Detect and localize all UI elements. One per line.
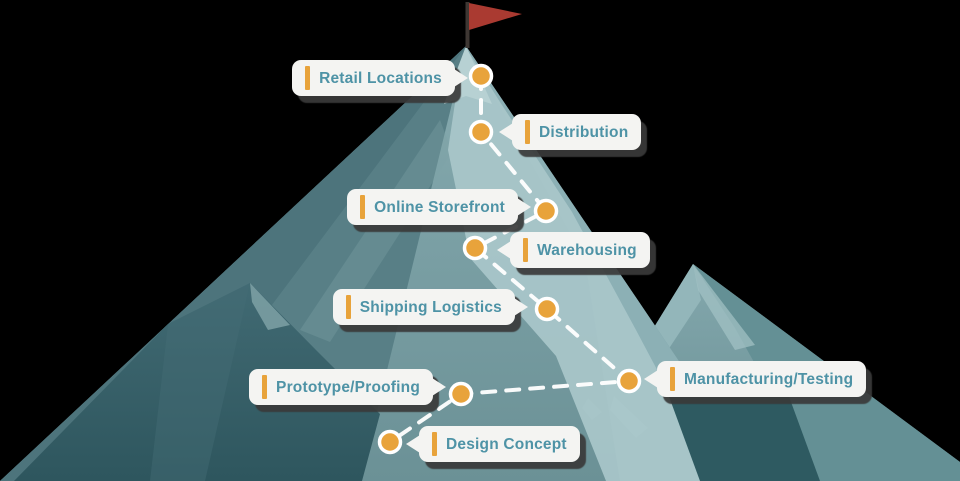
waypoints <box>377 63 642 455</box>
accent-bar <box>305 66 311 90</box>
milestone-label-shipping-logistics: Shipping Logistics <box>332 289 528 325</box>
milestone-text: Warehousing <box>537 241 637 259</box>
pointer-left-icon <box>644 370 658 388</box>
pointer-right-icon <box>454 69 468 87</box>
waypoint-dot-retail-locations <box>468 63 494 89</box>
milestone-label-online-storefront: Online Storefront <box>347 189 531 225</box>
accent-bar <box>360 195 366 219</box>
foreground-ridge-dark <box>660 372 820 481</box>
milestone-label-manufacturing-testing: Manufacturing/Testing <box>644 361 867 397</box>
waypoint-dot-online-storefront <box>533 198 559 224</box>
milestone-text: Online Storefront <box>374 198 505 216</box>
pointer-left-icon <box>406 435 420 453</box>
waypoint-dot-design-concept <box>377 429 403 455</box>
journey-path <box>388 74 631 444</box>
accent-bar <box>345 295 351 319</box>
pointer-right-icon <box>432 378 446 396</box>
flagpole <box>465 2 470 48</box>
mountain-left <box>14 283 380 481</box>
snow-patches <box>582 396 648 438</box>
accent-bar <box>432 432 437 456</box>
accent-bar <box>670 367 675 391</box>
pointer-right-icon <box>514 298 528 316</box>
accent-bar <box>262 375 268 399</box>
flag-icon <box>465 2 522 48</box>
pointer-left-icon <box>499 123 513 141</box>
milestone-label-prototype-proofing: Prototype/Proofing <box>249 369 446 405</box>
milestone-label-distribution: Distribution <box>499 114 642 150</box>
milestone-label-design-concept: Design Concept <box>406 426 580 462</box>
milestone-text: Prototype/Proofing <box>276 378 420 396</box>
milestone-text: Distribution <box>539 123 629 141</box>
pointer-left-icon <box>497 241 511 259</box>
pointer-right-icon <box>517 198 531 216</box>
milestone-text: Retail Locations <box>319 69 442 87</box>
milestone-label-retail-locations: Retail Locations <box>292 60 468 96</box>
waypoint-dot-manufacturing-testing <box>616 368 642 394</box>
waypoint-dot-shipping-logistics <box>534 296 560 322</box>
accent-bar <box>523 238 528 262</box>
flag-pennant <box>469 3 522 30</box>
milestone-text: Design Concept <box>446 435 567 453</box>
waypoint-dot-prototype-proofing <box>448 381 474 407</box>
waypoint-dot-warehousing <box>462 235 488 261</box>
waypoint-dot-distribution <box>468 119 494 145</box>
milestone-text: Shipping Logistics <box>359 298 502 316</box>
milestone-text: Manufacturing/Testing <box>684 370 854 388</box>
accent-bar <box>525 120 530 144</box>
milestone-label-warehousing: Warehousing <box>497 232 650 268</box>
